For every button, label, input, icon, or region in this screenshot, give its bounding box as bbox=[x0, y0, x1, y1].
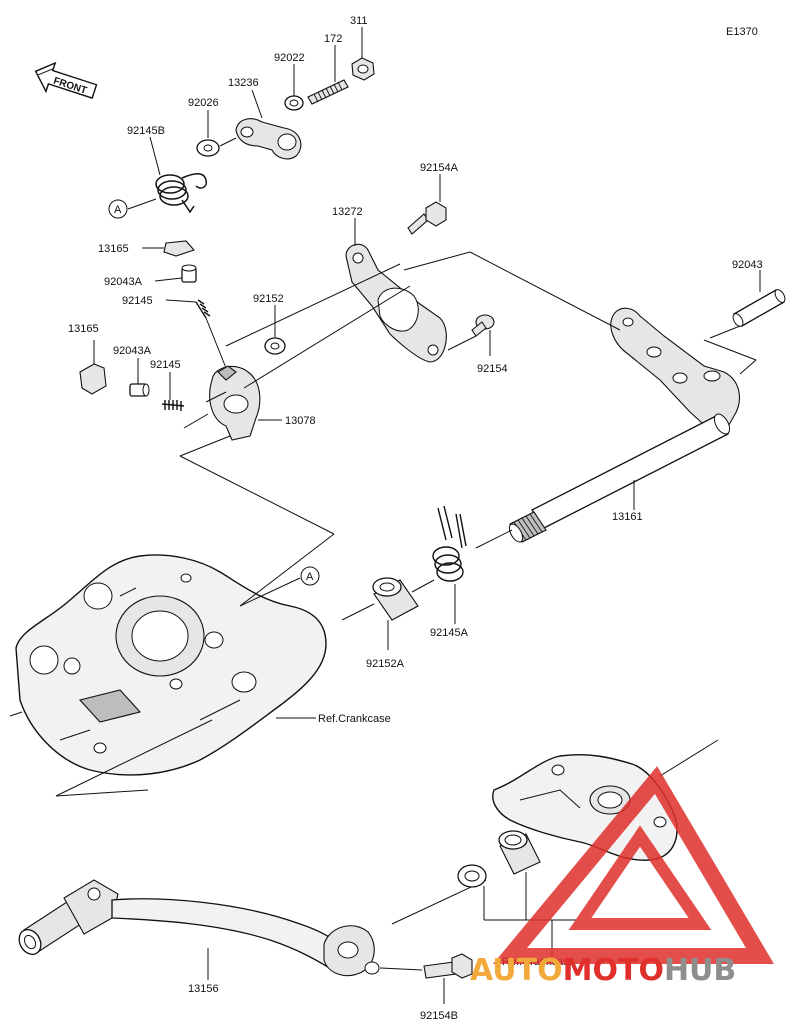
assembly-guide-lines bbox=[9, 251, 757, 797]
label-172: 172 bbox=[324, 33, 342, 45]
pawl-13165-upper bbox=[163, 240, 195, 257]
label-92145-lower: 92145 bbox=[150, 359, 181, 371]
ref-crankcase-upper: Ref.Crankcase bbox=[318, 713, 391, 725]
label-92145A: 92145A bbox=[430, 627, 469, 639]
watermark-text: AUTOMOTOHUB bbox=[470, 953, 736, 988]
label-92043A-upper: 92043A bbox=[104, 276, 143, 288]
label-13161: 13161 bbox=[612, 511, 643, 523]
label-92152A: 92152A bbox=[366, 658, 405, 670]
shift-shaft-13161 bbox=[508, 307, 740, 543]
needle-bearing-lower bbox=[498, 830, 541, 875]
dowel-92043 bbox=[732, 289, 786, 327]
label-13156: 13156 bbox=[188, 983, 219, 995]
nut-311 bbox=[351, 57, 375, 81]
ratchet-13078 bbox=[205, 365, 261, 441]
label-13165-upper: 13165 bbox=[98, 243, 129, 255]
spring-92145A bbox=[432, 505, 467, 582]
label-92154B: 92154B bbox=[420, 1010, 458, 1022]
svg-text:A: A bbox=[306, 571, 314, 583]
watermark-logo bbox=[492, 766, 775, 964]
diagram-code: E1370 bbox=[726, 26, 758, 38]
label-92154A: 92154A bbox=[420, 162, 459, 174]
watermark-auto: AUTO bbox=[470, 953, 563, 988]
label-92145B: 92145B bbox=[127, 125, 165, 137]
spring-92145-lower bbox=[161, 400, 185, 411]
svg-text:A: A bbox=[114, 204, 122, 216]
ref-marker-a-top: A bbox=[108, 199, 128, 219]
pawl-13165-lower bbox=[79, 363, 107, 395]
bushing-92152A bbox=[372, 577, 419, 621]
stud-172 bbox=[307, 79, 349, 105]
bolt-92154 bbox=[471, 314, 495, 337]
label-13272: 13272 bbox=[332, 206, 363, 218]
bolt-92154A bbox=[407, 201, 447, 235]
label-311: 311 bbox=[350, 15, 368, 27]
pin-92043A-lower bbox=[129, 383, 150, 397]
guide-plate-13272 bbox=[345, 243, 447, 363]
crankcase-upper bbox=[15, 554, 327, 776]
plate-13236 bbox=[235, 118, 302, 160]
label-92152: 92152 bbox=[253, 293, 284, 305]
bolt-92154B bbox=[423, 953, 473, 979]
spring-92145-upper bbox=[195, 299, 211, 319]
label-13078: 13078 bbox=[285, 415, 316, 427]
watermark-hub: HUB bbox=[664, 953, 736, 988]
shift-pedal-13156 bbox=[18, 879, 380, 977]
label-92026: 92026 bbox=[188, 97, 219, 109]
watermark-moto: MOTO bbox=[563, 953, 664, 988]
label-92022: 92022 bbox=[274, 52, 305, 64]
spring-92145B bbox=[155, 173, 208, 214]
label-92043A-lower: 92043A bbox=[113, 345, 152, 357]
seal-lower bbox=[457, 864, 487, 888]
label-92145-upper: 92145 bbox=[122, 295, 153, 307]
label-92043: 92043 bbox=[732, 259, 763, 271]
label-13236: 13236 bbox=[228, 77, 259, 89]
front-arrow-icon: FRONT bbox=[34, 61, 98, 99]
ref-marker-a-center: A bbox=[300, 566, 320, 586]
label-13165-lower: 13165 bbox=[68, 323, 99, 335]
label-92154: 92154 bbox=[477, 363, 508, 375]
pin-92043A-upper bbox=[181, 264, 197, 283]
washer-92026 bbox=[196, 139, 220, 157]
washer-92022 bbox=[284, 95, 304, 111]
washer-92152 bbox=[264, 337, 286, 355]
